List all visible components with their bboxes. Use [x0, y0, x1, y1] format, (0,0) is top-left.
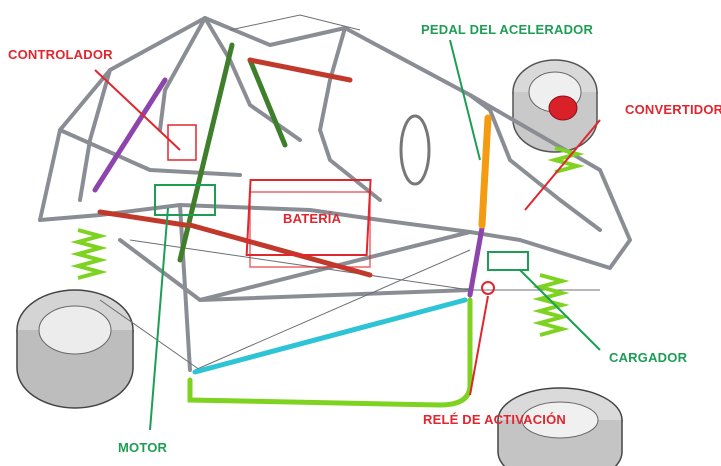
steering-wheel-icon [399, 114, 431, 186]
wheel-rear-right-icon [497, 387, 623, 466]
orange-member [478, 114, 492, 229]
cargador-box [487, 251, 529, 271]
spring-rear-icon [532, 273, 570, 337]
label-pedal-acelerador: PEDAL DEL ACELERADOR [421, 22, 594, 37]
controlador-box [167, 124, 197, 161]
spring-top-icon [547, 146, 585, 174]
motor-box [154, 184, 216, 216]
wheel-front-left-icon [16, 289, 134, 409]
label-rele-activacion: RELÉ DE ACTIVACIÓN [423, 412, 566, 427]
purple-members [92, 77, 485, 298]
cyan-member [192, 297, 468, 375]
label-bateria: BATERÍA [283, 211, 342, 226]
leader-lines [94, 39, 601, 431]
rele-circle [481, 281, 495, 295]
wheel-front-right-icon [512, 59, 598, 153]
spring-front-icon [70, 228, 108, 280]
bateria-box [245, 179, 372, 256]
light-green-pipe [187, 297, 473, 408]
label-motor: MOTOR [118, 440, 168, 455]
label-convertidor: CONVERTIDOR [625, 102, 721, 117]
label-cargador: CARGADOR [609, 350, 688, 365]
bateria-box-back [249, 191, 371, 268]
label-controlador: CONTROLADOR [8, 47, 113, 62]
